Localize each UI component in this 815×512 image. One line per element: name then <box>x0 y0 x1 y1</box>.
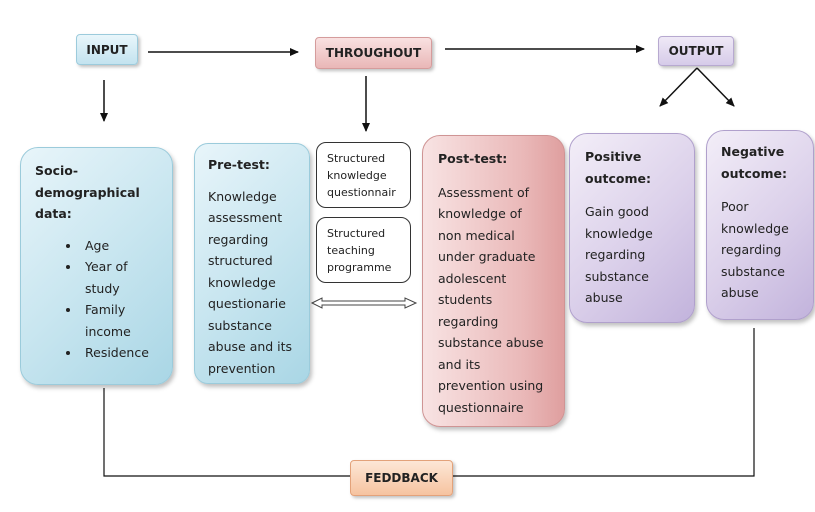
positive-title: Positive outcome: <box>585 149 651 186</box>
positive-outcome-box: Positive outcome: Gain good knowledge re… <box>569 133 695 323</box>
input-label: INPUT <box>76 34 138 65</box>
arrow-output-positive <box>659 67 698 107</box>
posttest-body: Assessment of knowledge of non medical u… <box>438 184 544 415</box>
teaching-programme-box: Structured teaching programme <box>316 217 411 283</box>
throughout-label: THROUGHOUT <box>315 37 432 69</box>
questionnaire-box: Structured knowledge questionnair <box>316 142 411 208</box>
feedback-label: FEDDBACK <box>350 460 453 496</box>
negative-title: Negative outcome: <box>721 144 787 181</box>
socio-list: Age Year of study Family income Residenc… <box>35 235 158 364</box>
list-item: Age <box>81 235 158 257</box>
negative-body: Poor knowledge regarding substance abuse <box>721 199 789 300</box>
posttest-box: Post-test: Assessment of knowledge of no… <box>422 135 565 427</box>
positive-body: Gain good knowledge regarding substance … <box>585 204 653 305</box>
list-item: Family income <box>81 299 158 342</box>
output-label: OUTPUT <box>658 36 734 66</box>
posttest-title: Post-test: <box>438 151 508 166</box>
arrow-output-negative <box>696 67 735 107</box>
feedback-loop <box>103 388 350 477</box>
pretest-title: Pre-test: <box>208 157 270 172</box>
socio-title: Socio-demographical data: <box>35 163 140 221</box>
list-item: Year of study <box>81 256 158 299</box>
list-item: Residence <box>81 342 158 364</box>
pretest-box: Pre-test: Knowledge assessment regarding… <box>194 143 310 384</box>
negative-outcome-box: Negative outcome: Poor knowledge regardi… <box>706 130 814 320</box>
pretest-body: Knowledge assessment regarding structure… <box>208 188 293 376</box>
socio-demographic-box: Socio-demographical data: Age Year of st… <box>20 147 173 385</box>
double-arrow <box>310 297 418 309</box>
